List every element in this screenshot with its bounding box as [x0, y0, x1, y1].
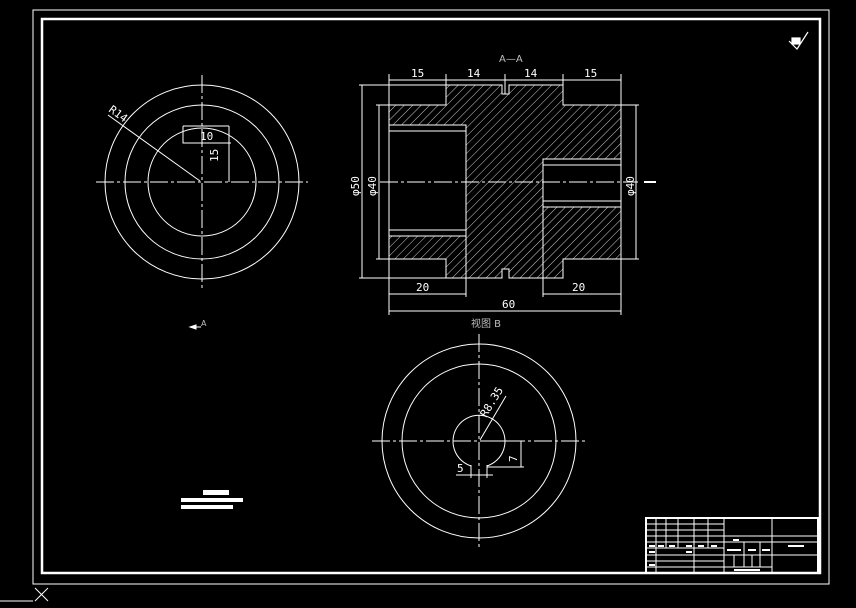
view-b-key-depth-label: 7 [507, 455, 520, 462]
outer-frame [32, 9, 830, 585]
dim-dia-outer: φ50 [349, 176, 362, 196]
ucs-cross-icon [0, 587, 49, 602]
dim-overall: 60 [502, 298, 515, 311]
left-keyway [182, 126, 230, 144]
left-view [96, 75, 308, 289]
view-b-radius-label: R8.35 [478, 385, 507, 420]
roughness-symbol-icon [788, 31, 809, 50]
view-b-middle-circle [401, 363, 557, 519]
title-block-marks [649, 539, 804, 571]
dim-bottom-left: 20 [416, 281, 429, 294]
inner-frame [40, 17, 822, 575]
left-key-depth-label: 15 [208, 149, 221, 162]
dim-top-2: 14 [467, 67, 481, 80]
view-arrow-label: A [201, 319, 207, 328]
dim-top-1: 15 [411, 67, 424, 80]
view-b [372, 334, 586, 548]
r14-leader [107, 114, 201, 182]
r835-leader [479, 395, 507, 441]
dim-dia-right: φ40 [624, 176, 637, 196]
dim-top-3: 14 [524, 67, 538, 80]
section-title: A—A [499, 54, 523, 65]
title-block [645, 517, 819, 574]
left-radius-label: R14 [106, 103, 130, 125]
view-arrow-icon [188, 324, 201, 330]
technical-notes [181, 490, 243, 509]
left-bore-circle [147, 127, 257, 237]
dim-top-4: 15 [584, 67, 597, 80]
dim-bottom-right: 20 [572, 281, 585, 294]
left-key-width-label: 10 [200, 130, 213, 143]
dim-dia-left: φ40 [366, 176, 379, 196]
view-b-bore [452, 414, 506, 476]
view-b-key-width-label: 5 [457, 462, 464, 475]
view-b-title: 视图 B [471, 317, 501, 330]
